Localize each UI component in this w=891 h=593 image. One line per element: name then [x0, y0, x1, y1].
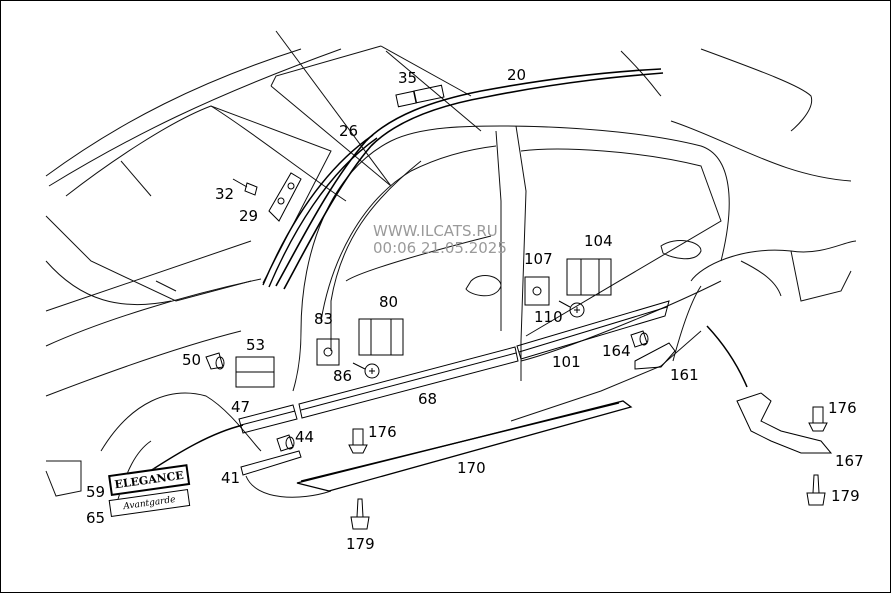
callout-68[interactable]: 68 [418, 390, 438, 408]
callout-80[interactable]: 80 [379, 293, 399, 311]
part-110-screw [558, 300, 585, 318]
callout-65[interactable]: 65 [86, 509, 106, 527]
part-32-pin [232, 178, 258, 196]
callout-20[interactable]: 20 [507, 66, 527, 84]
callout-44[interactable]: 44 [295, 428, 315, 446]
part-83-retainer [316, 338, 340, 366]
part-179-screw-a [350, 498, 370, 530]
part-53-clip [235, 356, 275, 388]
part-26-a-pillar-strip [262, 134, 378, 288]
callout-35[interactable]: 35 [398, 69, 418, 87]
part-170-sill-panel [296, 400, 633, 492]
part-29-bracket [268, 172, 302, 222]
watermark-timestamp: 00:06 21.05.2025 [373, 239, 507, 257]
arrow-leaders [146, 325, 748, 474]
callout-53[interactable]: 53 [246, 336, 266, 354]
part-176-stud-b [808, 406, 828, 432]
callout-176-b[interactable]: 176 [828, 399, 857, 417]
watermark-site: WWW.ILCATS.RU [373, 222, 498, 240]
callout-29[interactable]: 29 [239, 207, 259, 225]
callout-179-a[interactable]: 179 [346, 535, 375, 553]
part-68-moulding [298, 346, 519, 419]
callout-161[interactable]: 161 [670, 366, 699, 384]
callout-32[interactable]: 32 [215, 185, 235, 203]
part-161-end-cap [634, 342, 676, 370]
callout-50[interactable]: 50 [182, 351, 202, 369]
part-47-moulding [238, 404, 298, 434]
part-167-bracket [736, 392, 833, 454]
callout-47[interactable]: 47 [231, 398, 251, 416]
callout-164[interactable]: 164 [602, 342, 631, 360]
part-86-screw [352, 362, 380, 379]
callout-83[interactable]: 83 [314, 310, 334, 328]
callout-170[interactable]: 170 [457, 459, 486, 477]
part-50-grommet [205, 352, 225, 370]
part-164-grommet [630, 330, 649, 348]
callout-110[interactable]: 110 [534, 308, 563, 326]
callout-86[interactable]: 86 [333, 367, 353, 385]
callout-167[interactable]: 167 [835, 452, 864, 470]
part-104-clip [566, 258, 612, 296]
part-80-clip [358, 318, 404, 356]
callout-59[interactable]: 59 [86, 483, 106, 501]
part-35-clip [395, 84, 445, 108]
callout-26[interactable]: 26 [339, 122, 359, 140]
callout-176-a[interactable]: 176 [368, 423, 397, 441]
callout-104[interactable]: 104 [584, 232, 613, 250]
callout-41[interactable]: 41 [221, 469, 241, 487]
car-body-outline [45, 30, 857, 507]
part-176-stud-a [348, 428, 368, 454]
callout-101[interactable]: 101 [552, 353, 581, 371]
part-179-screw-b [806, 474, 826, 506]
callout-107[interactable]: 107 [524, 250, 553, 268]
part-101-moulding [516, 300, 670, 360]
callout-179-b[interactable]: 179 [831, 487, 860, 505]
watermark: WWW.ILCATS.RU 00:06 21.05.2025 [373, 223, 507, 257]
part-107-retainer [524, 276, 550, 306]
part-41-strip [240, 450, 302, 476]
part-44-grommet [276, 434, 295, 452]
